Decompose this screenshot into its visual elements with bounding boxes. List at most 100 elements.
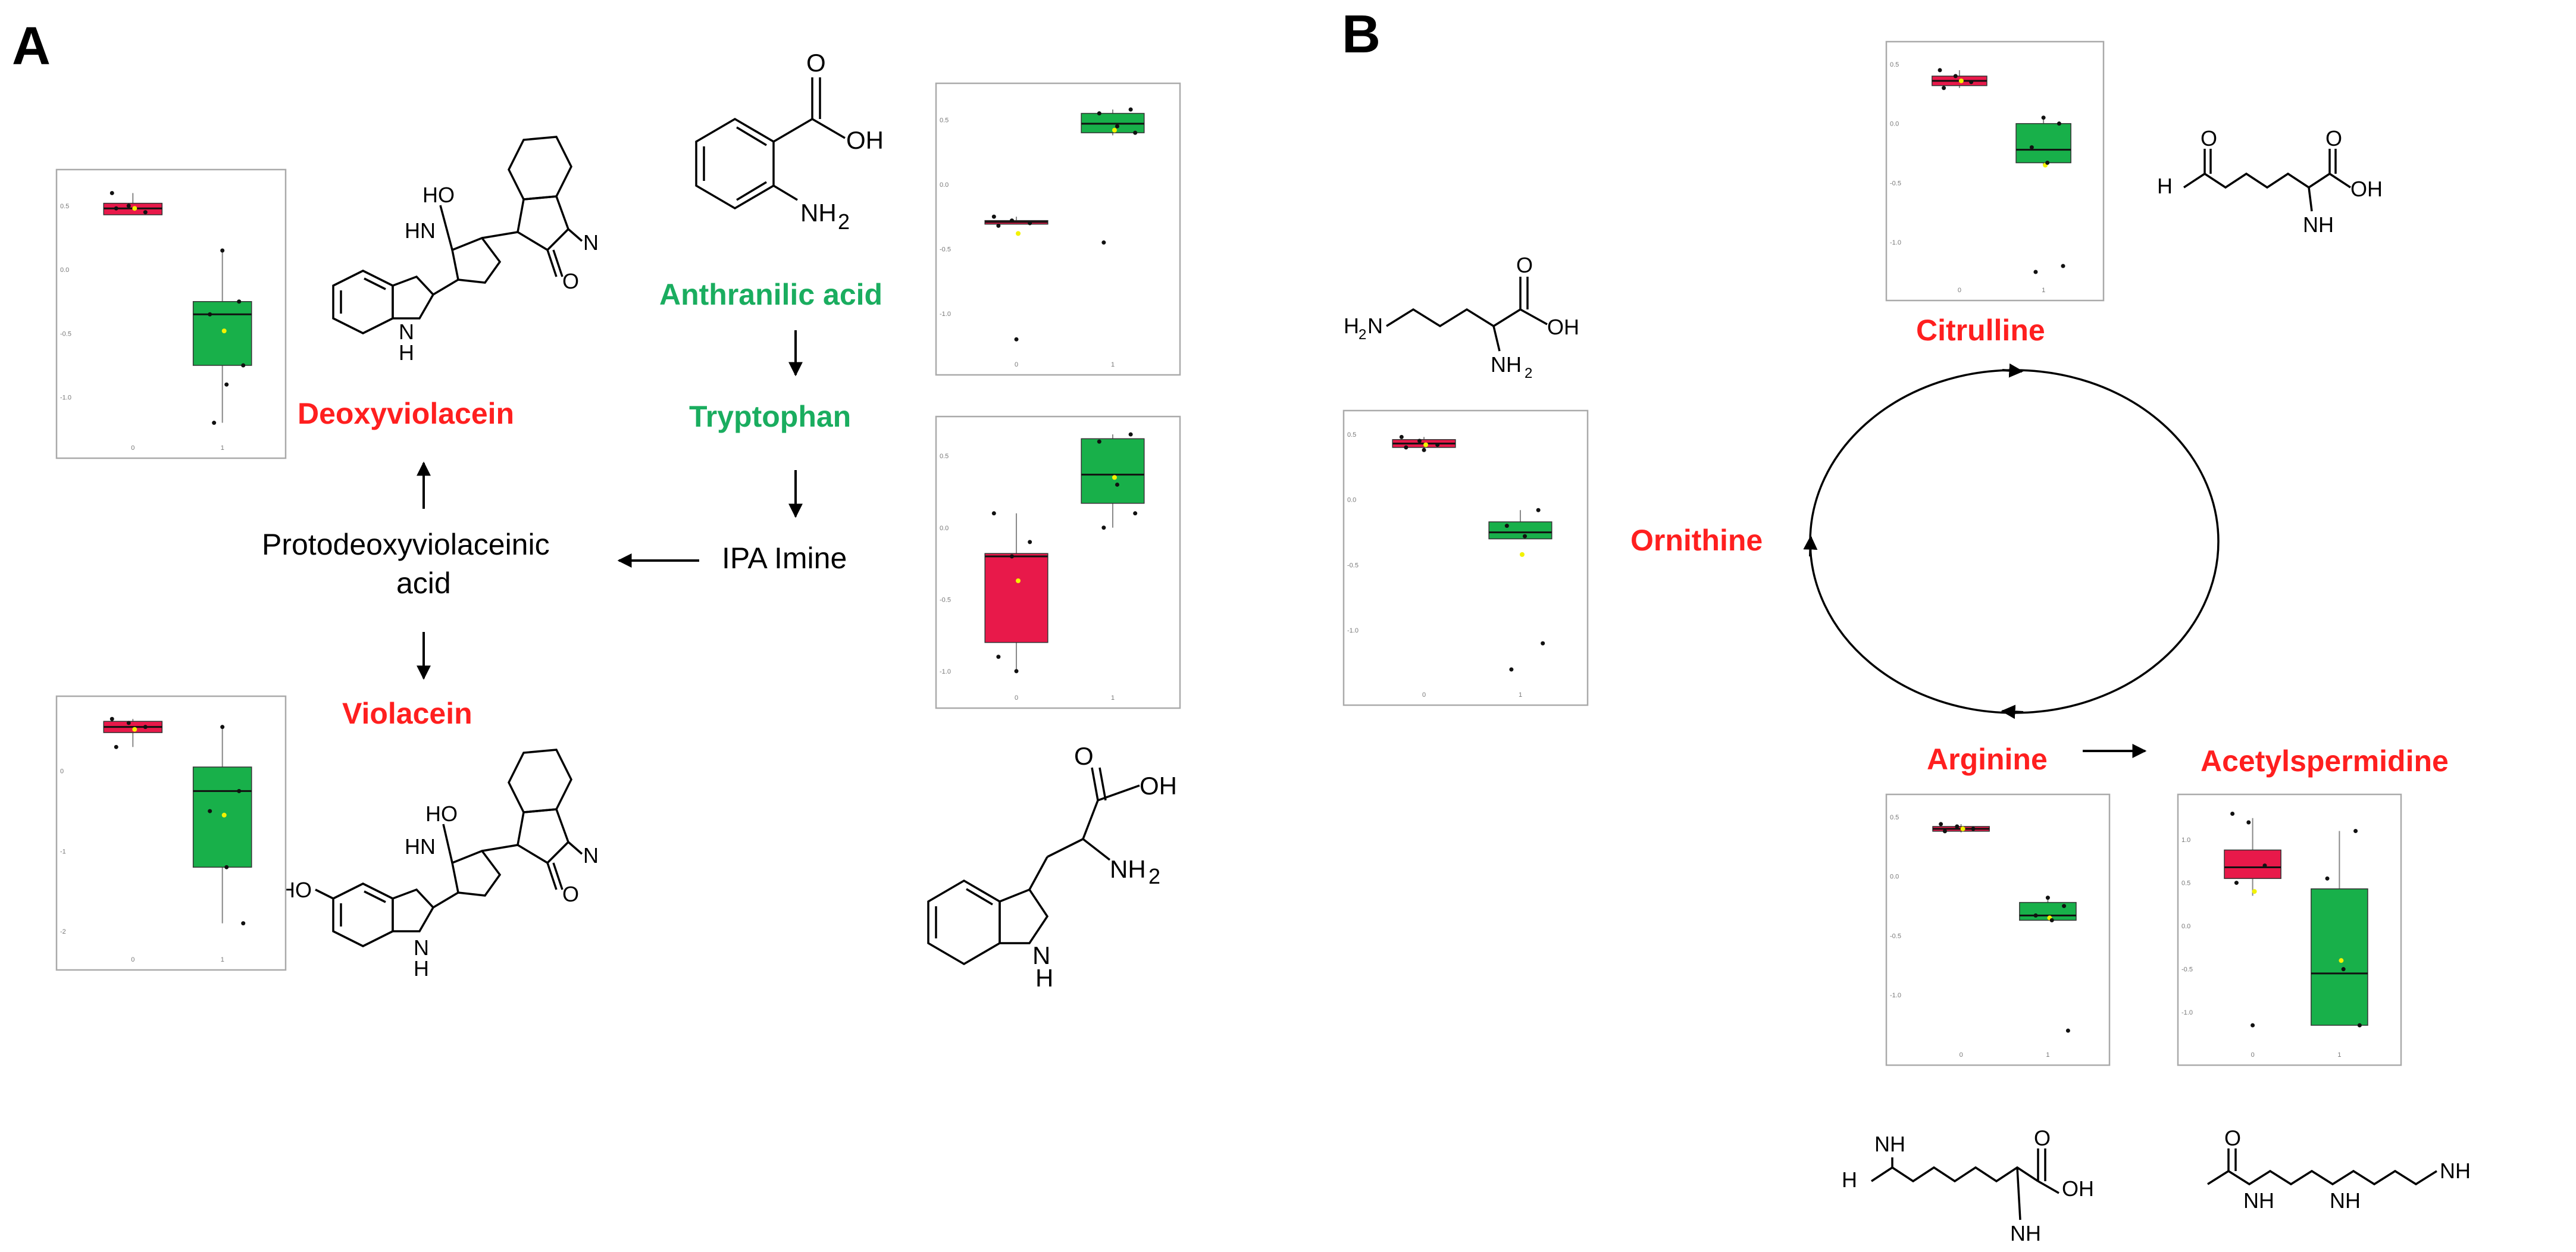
y-tick-label: 1.0 xyxy=(2181,837,2190,844)
data-point xyxy=(2246,820,2251,825)
y-tick-label: 0.0 xyxy=(1347,497,1356,504)
data-point xyxy=(126,721,131,725)
cycle-arrow-left xyxy=(1803,535,1818,557)
svg-text:OH: OH xyxy=(1140,772,1177,800)
data-point xyxy=(1938,68,1942,73)
x-tick-label: 0 xyxy=(131,956,134,963)
x-tick-label: 0 xyxy=(1015,361,1018,368)
structure-ornithine: H 2 N O OH NH 2 xyxy=(1344,253,1579,381)
data-point xyxy=(991,511,996,516)
svg-text:NH: NH xyxy=(1874,1132,1905,1156)
y-tick-label: 0.5 xyxy=(1890,61,1899,68)
y-tick-label: 0.0 xyxy=(940,525,949,532)
data-point xyxy=(109,190,114,195)
label-violacein: Violacein xyxy=(342,697,472,730)
data-point xyxy=(237,788,242,793)
data-point xyxy=(1955,824,1960,829)
svg-text:N: N xyxy=(583,843,599,868)
data-point xyxy=(2062,904,2067,909)
svg-text:O: O xyxy=(806,49,826,77)
data-point xyxy=(1504,524,1509,528)
cycle-arrow-top xyxy=(2002,363,2024,378)
data-point xyxy=(114,744,118,749)
cycle-circle xyxy=(1809,369,2220,714)
data-point xyxy=(2045,896,2050,900)
y-tick-label: -1.0 xyxy=(1890,239,1901,246)
y-tick-label: -1.0 xyxy=(940,311,951,318)
svg-text:HN: HN xyxy=(405,834,436,859)
svg-text:N: N xyxy=(399,320,414,344)
box-mean-marker xyxy=(221,812,227,818)
svg-text:NH: NH xyxy=(2440,1159,2471,1183)
data-point xyxy=(1953,74,1958,79)
svg-text:O: O xyxy=(562,882,579,906)
box-body xyxy=(192,301,252,366)
svg-text:HO: HO xyxy=(425,802,458,826)
svg-text:O: O xyxy=(2201,126,2217,151)
data-point xyxy=(2357,1023,2362,1028)
data-point xyxy=(208,312,212,317)
svg-text:NH: NH xyxy=(2303,212,2334,237)
label-tryptophan: Tryptophan xyxy=(689,400,851,433)
data-point xyxy=(2029,145,2034,150)
panel-letter-b: B xyxy=(1342,5,1381,64)
data-point xyxy=(237,299,242,304)
x-tick-label: 0 xyxy=(2251,1051,2255,1059)
y-tick-label: 0.5 xyxy=(940,453,949,460)
svg-text:NH: NH xyxy=(2243,1188,2274,1213)
svg-text:NH: NH xyxy=(1110,855,1146,883)
data-point xyxy=(1422,447,1426,452)
box-mean-marker xyxy=(132,206,137,211)
svg-text:OH: OH xyxy=(1547,315,1579,339)
x-tick-label: 1 xyxy=(2337,1051,2341,1059)
y-tick-label: -2 xyxy=(60,928,66,935)
box-body xyxy=(1488,521,1553,540)
svg-text:O: O xyxy=(1516,253,1533,277)
svg-text:H: H xyxy=(2157,174,2173,198)
box-mean-marker xyxy=(1016,231,1021,236)
label-deoxyviolacein: Deoxyviolacein xyxy=(298,397,514,430)
y-tick-label: -1.0 xyxy=(1890,992,1901,999)
svg-text:O: O xyxy=(2034,1126,2051,1150)
x-tick-label: 0 xyxy=(131,445,134,452)
data-point xyxy=(1435,443,1440,447)
label-protodeoxyviolaceinic-2: acid xyxy=(396,566,451,600)
x-tick-label: 1 xyxy=(1111,694,1115,702)
data-point xyxy=(1014,337,1019,342)
data-point xyxy=(224,382,229,387)
svg-text:H: H xyxy=(414,956,429,981)
box-body xyxy=(192,766,252,868)
data-point xyxy=(2033,913,2038,918)
structure-violacein: HO HN N O HO N H xyxy=(280,749,599,981)
data-point xyxy=(1009,218,1014,223)
data-point xyxy=(1028,221,1032,226)
label-ornithine: Ornithine xyxy=(1630,524,1763,557)
x-tick-label: 0 xyxy=(1015,694,1018,702)
box-body xyxy=(2311,888,2368,1026)
svg-text:NH: NH xyxy=(800,199,837,227)
data-point xyxy=(1133,130,1138,135)
y-tick-label: 0.0 xyxy=(1890,874,1899,881)
data-point xyxy=(208,809,212,813)
y-tick-label: -1.0 xyxy=(940,668,951,675)
box-mean-marker xyxy=(221,328,227,334)
box-body xyxy=(984,553,1048,643)
box-mean-marker xyxy=(1423,442,1429,447)
data-point xyxy=(109,716,114,721)
data-point xyxy=(1009,554,1014,559)
y-tick-label: 0.5 xyxy=(2181,880,2190,887)
data-point xyxy=(2325,876,2330,881)
x-tick-label: 0 xyxy=(1958,287,1961,294)
data-point xyxy=(1969,80,1974,84)
y-tick-label: 0.0 xyxy=(60,267,69,274)
box-mean-marker xyxy=(1960,826,1965,831)
data-point xyxy=(1115,124,1120,129)
cycle-arrow-bottom xyxy=(2001,705,2024,719)
data-point xyxy=(1417,439,1422,443)
y-tick-label: -1.0 xyxy=(1347,627,1359,634)
data-point xyxy=(220,248,225,253)
y-tick-label: 0.0 xyxy=(1890,121,1899,128)
